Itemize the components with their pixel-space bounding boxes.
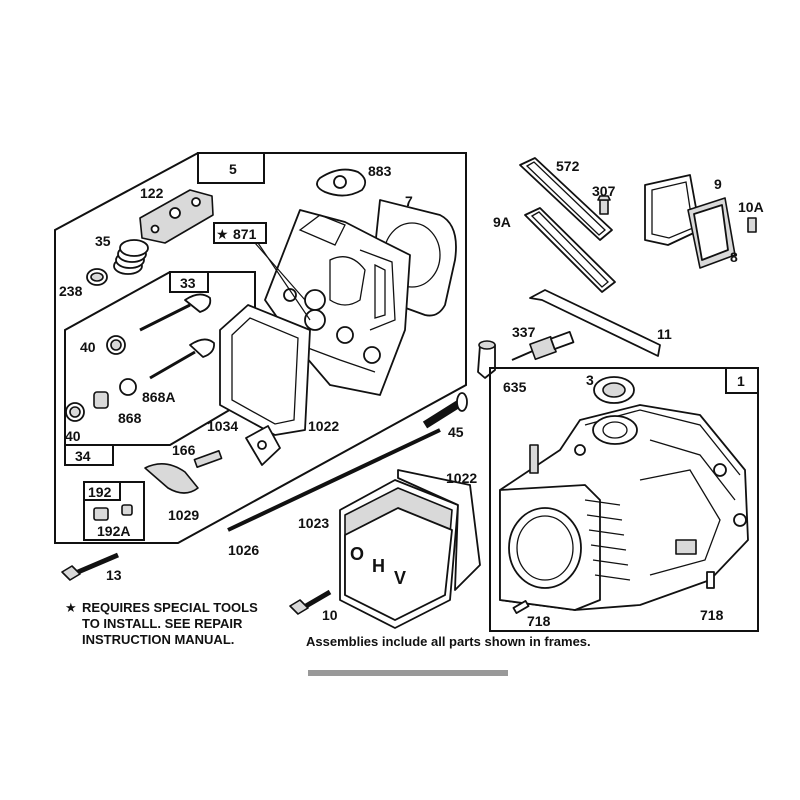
part-572-gasket [519,157,613,241]
label-572: 572 [556,158,580,174]
label-10: 10 [322,607,338,623]
part-883-gasket [316,168,367,197]
note-special-tools-1: REQUIRES SPECIAL TOOLS [82,600,258,615]
part-307-screw [597,195,611,215]
part-1026-push-rod [227,428,441,532]
label-1022b: 1022 [446,470,477,486]
part-40-valve-seal-a [106,335,126,355]
frame-tab-1 [725,367,759,394]
label-8: 8 [730,249,738,265]
label-33: 33 [180,275,196,291]
label-192: 192 [88,484,112,500]
label-192a: 192A [97,523,130,539]
label-307: 307 [592,183,616,199]
label-635: 635 [503,379,527,395]
part-1022-gasket-b [397,469,481,591]
frame-tab-33 [169,271,209,293]
part-238-cap [86,268,108,286]
part-122-bracket [139,189,214,244]
label-718a: 718 [527,613,551,629]
cover-letter-v: V [394,568,406,588]
frame-tab-192 [83,481,121,501]
part-166-stud [193,449,223,469]
part-192a-breather [93,504,133,521]
note-star: ★ [65,600,77,615]
label-3: 3 [586,372,594,388]
label-9a: 9A [493,214,511,230]
label-1022a: 1022 [308,418,339,434]
star-871: ★ [216,226,229,242]
part-868a-washer [119,378,137,396]
part-868-valve-guide [93,391,109,409]
footer-smudge [308,670,508,676]
note-assemblies: Assemblies include all parts shown in fr… [306,634,591,649]
label-11: 11 [657,326,672,342]
part-1034-plate [245,425,281,466]
label-10a: 10A [738,199,764,215]
label-871: 871 [233,226,257,242]
label-45: 45 [448,424,464,440]
part-1022-gasket-a [219,304,311,436]
part-35-valve-spring [113,239,149,275]
label-1023: 1023 [298,515,329,531]
part-45-tube [422,392,468,429]
label-40b: 40 [65,428,81,444]
label-166: 166 [172,442,196,458]
label-1034: 1034 [207,418,238,434]
part-635-elbow [477,340,496,379]
part-13-head-bolt [61,552,119,581]
label-5: 5 [229,161,237,177]
part-9a-gasket [524,207,616,293]
label-40a: 40 [80,339,96,355]
cover-letter-o: O [350,544,364,564]
part-1023-valve-cover [339,479,459,629]
label-868a: 868A [142,389,175,405]
label-9: 9 [714,176,722,192]
label-337: 337 [512,324,536,340]
part-10-bolt [289,589,332,615]
label-1029: 1029 [168,507,199,523]
label-718b: 718 [700,607,724,623]
frame-tab-34 [64,444,114,466]
cover-letter-h: H [372,556,385,576]
part-engine-block [499,404,749,611]
label-13: 13 [106,567,122,583]
label-7: 7 [405,193,413,209]
frame-tab-5 [197,152,265,184]
label-34: 34 [75,448,91,464]
part-40-valve-seal-b [65,402,85,422]
part-718-pin-b [706,571,715,589]
part-3-oil-seal [593,376,635,404]
part-8-cover [687,197,736,269]
label-122: 122 [140,185,164,201]
part-10a-screw [747,217,757,233]
note-special-tools-2: TO INSTALL. SEE REPAIR [82,616,243,631]
part-11-tube [529,289,661,357]
label-35: 35 [95,233,111,249]
part-1029-rocker-arm [144,463,199,494]
frame-short-block-assembly [489,367,759,632]
label-1026: 1026 [228,542,259,558]
part-337-spark-plug [511,330,575,361]
part-718-pin-a [512,600,530,614]
label-238: 238 [59,283,83,299]
label-883: 883 [368,163,392,179]
label-868: 868 [118,410,142,426]
label-1: 1 [737,373,745,389]
part-9-gasket [644,174,701,246]
part-valve-intake [149,338,215,380]
label-871-box [213,222,267,244]
part-valve-exhaust [139,293,212,332]
note-special-tools-3: INSTRUCTION MANUAL. [82,632,234,647]
